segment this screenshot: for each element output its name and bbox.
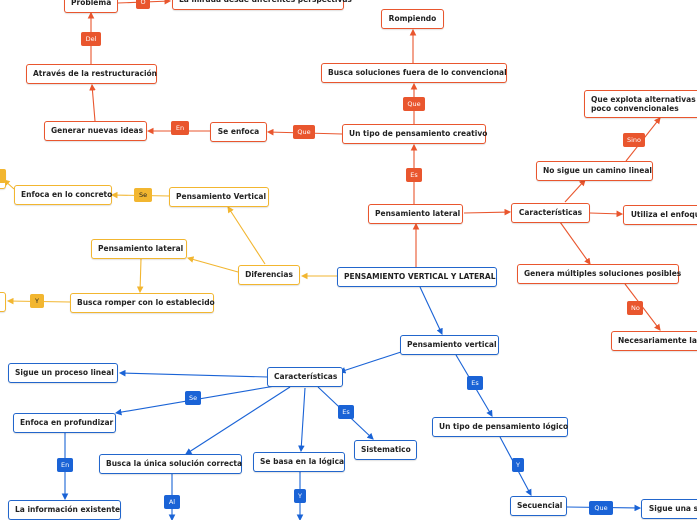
tag-cutoff — [0, 169, 6, 183]
tag-es-3: Es — [467, 376, 483, 390]
tag-que-1: Que — [293, 125, 315, 139]
edge-vertical-caract — [338, 351, 402, 374]
edge-caract-busca — [185, 386, 291, 455]
node-problema[interactable]: Problema — [64, 0, 118, 13]
node-utiliza[interactable]: Utiliza el enfoque — [623, 205, 697, 225]
tag-en-2: En — [57, 458, 73, 472]
tag-o: O — [136, 0, 150, 9]
tag-y-1: Y — [30, 294, 44, 308]
tag-al: Al — [164, 495, 180, 509]
node-cutoff-left-1[interactable] — [0, 292, 6, 312]
tag-y-2: Y — [294, 489, 306, 503]
tag-sino: Sino — [623, 133, 645, 147]
node-pensamiento-vertical[interactable]: Pensamiento vertical — [400, 335, 499, 355]
node-caracteristicas-vertical[interactable]: Características — [267, 367, 343, 387]
tag-del: Del — [81, 32, 101, 46]
edge-caract-genera — [559, 221, 591, 265]
tag-que-lateral: Que — [403, 97, 425, 111]
edge-caract-basa — [298, 387, 306, 453]
node-info-existente[interactable]: La información existente — [8, 500, 121, 520]
node-diferencias[interactable]: Diferencias — [238, 265, 300, 285]
node-tipo-creativo[interactable]: Un tipo de pensamiento creativo — [342, 124, 487, 144]
tag-se-2: Se — [185, 391, 201, 405]
tag-es-1: Es — [406, 168, 422, 182]
node-enfoca-profundizar[interactable]: Enfoca en profundizar — [13, 413, 116, 433]
node-pensamiento-lateral[interactable]: Pensamiento lateral — [368, 204, 463, 224]
node-sigue-una[interactable]: Sigue una se — [641, 499, 697, 519]
node-atraves[interactable]: Através de la restructuración — [26, 64, 157, 84]
node-pensamiento-lateral-diff[interactable]: Pensamiento lateral — [91, 239, 187, 259]
node-explota[interactable]: Que explota alternativas poco convencion… — [584, 90, 697, 118]
node-busca-unica[interactable]: Busca la única solución correcta — [99, 454, 242, 474]
tag-se-1: Se — [134, 188, 152, 202]
edge-pl-busca — [136, 258, 144, 294]
node-generar-ideas[interactable]: Generar nuevas ideas — [44, 121, 147, 141]
node-sigue-lineal[interactable]: Sigue un proceso lineal — [8, 363, 118, 383]
node-mirada[interactable]: La mirada desde diferentes perspectivas — [172, 0, 352, 10]
edge-diferencias-pl — [186, 256, 239, 273]
edge-caract-sigue — [118, 369, 269, 378]
edge-caract-nosigue — [564, 179, 586, 203]
node-busca-soluciones[interactable]: Busca soluciones fuera de lo convenciona… — [321, 63, 507, 83]
edge-generar-atraves — [89, 83, 96, 122]
tag-y-3: Y — [512, 458, 524, 472]
tag-no: No — [627, 301, 643, 315]
node-se-enfoca[interactable]: Se enfoca — [210, 122, 267, 142]
tag-es-2: Es — [338, 405, 354, 419]
node-basa-logica[interactable]: Se basa en la lógica — [253, 452, 345, 472]
node-enfoca-concreto[interactable]: Enfoca en lo concreto — [14, 185, 112, 205]
node-busca-romper[interactable]: Busca romper con lo establecido — [70, 293, 215, 313]
node-genera-multiples[interactable]: Genera múltiples soluciones posibles — [517, 264, 681, 284]
node-secuencial[interactable]: Secuencial — [510, 496, 567, 516]
node-no-sigue[interactable]: No sigue un camino lineal — [536, 161, 653, 181]
node-caracteristicas-lateral[interactable]: Características — [511, 203, 590, 223]
node-sistematico[interactable]: Sistematico — [354, 440, 417, 460]
tag-en-1: En — [171, 121, 189, 135]
edge-caract-utiliza — [589, 210, 624, 218]
node-tipo-logico[interactable]: Un tipo de pensamiento lógico — [432, 417, 568, 437]
node-necesariamente[interactable]: Necesariamente la c — [611, 331, 697, 351]
node-rompiendo[interactable]: Rompiendo — [381, 9, 444, 29]
tag-que-2: Que — [589, 501, 613, 515]
edge-diferencias-pv — [227, 206, 266, 265]
edge-root-vertical — [419, 286, 443, 335]
node-pensamiento-vertical-diff[interactable]: Pensamiento Vertical — [169, 187, 269, 207]
root-node[interactable]: PENSAMIENTO VERTICAL Y LATERAL — [337, 267, 497, 287]
edge-lateral-caract — [463, 208, 512, 216]
